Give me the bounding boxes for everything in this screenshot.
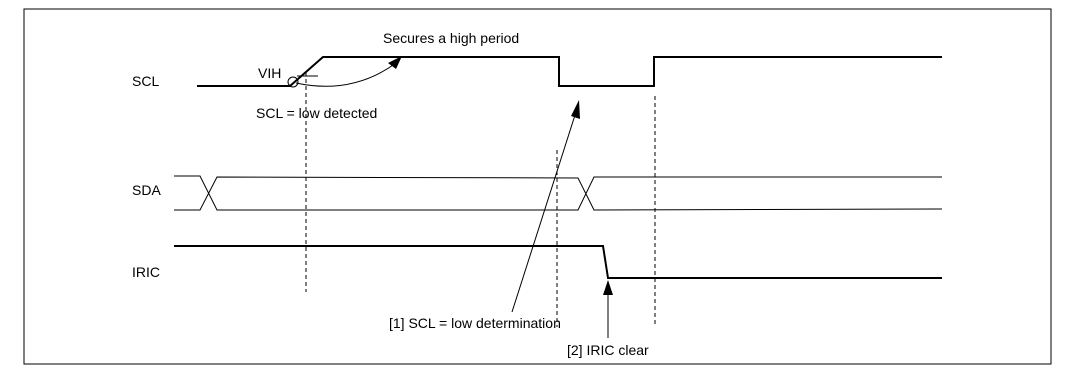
- iric-clear-label: [2] IRIC clear: [567, 342, 649, 358]
- iric-label: IRIC: [132, 264, 160, 280]
- iric-waveform: [174, 245, 942, 279]
- low-determination-arrow: [511, 111, 577, 313]
- secures-high-period-label: Secures a high period: [383, 30, 519, 46]
- scl-low-determination-label: [1] SCL = low determination: [389, 315, 561, 331]
- high-period-arrow: [295, 62, 397, 87]
- scl-waveform: [197, 56, 942, 87]
- vih-crossing-marker: [287, 76, 299, 88]
- vih-label: VIH: [258, 65, 281, 81]
- low-determination-arrowhead: [571, 100, 580, 119]
- scl-low-detected-label: SCL = low detected: [256, 105, 377, 121]
- sda-label: SDA: [132, 182, 161, 198]
- diagram-frame: [23, 8, 1052, 365]
- iric-clear-arrowhead: [603, 280, 613, 295]
- sda-waveform: [174, 175, 943, 211]
- scl-label: SCL: [132, 73, 159, 89]
- high-period-arrowhead: [388, 56, 402, 69]
